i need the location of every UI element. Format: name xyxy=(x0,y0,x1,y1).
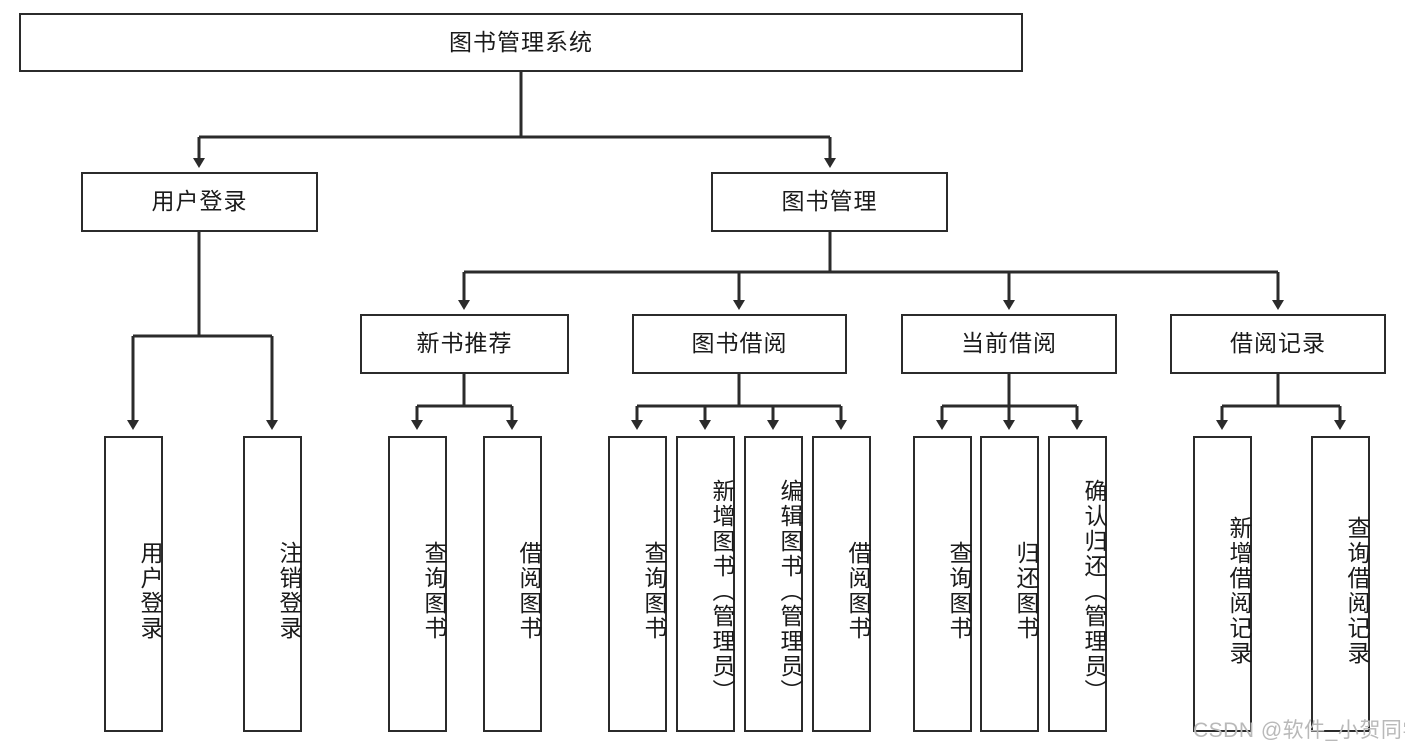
leaf-book-borrow-query[interactable]: 查询图书 xyxy=(608,436,667,732)
leaf-user-login-logout[interactable]: 注销登录 xyxy=(243,436,302,732)
node-label: 编辑图书（管理员） xyxy=(777,478,803,704)
node-label: 新增图书（管理员） xyxy=(709,478,735,704)
leaf-current-borrow-query[interactable]: 查询图书 xyxy=(913,436,972,732)
node-book-management[interactable]: 图书管理 xyxy=(711,172,948,232)
node-label: 借阅图书 xyxy=(845,541,871,641)
node-current-borrow[interactable]: 当前借阅 xyxy=(901,314,1117,374)
node-label: 图书管理系统 xyxy=(449,28,593,55)
leaf-new-book-borrow[interactable]: 借阅图书 xyxy=(483,436,542,732)
node-label: 新书推荐 xyxy=(416,330,513,357)
leaf-borrow-record-query[interactable]: 查询借阅记录 xyxy=(1311,436,1370,732)
node-root-system[interactable]: 图书管理系统 xyxy=(19,13,1023,72)
node-label: 新增借阅记录 xyxy=(1226,516,1252,666)
node-new-book-recommend[interactable]: 新书推荐 xyxy=(360,314,569,374)
node-user-login[interactable]: 用户登录 xyxy=(81,172,318,232)
node-label: 查询图书 xyxy=(641,541,667,641)
leaf-current-borrow-return[interactable]: 归还图书 xyxy=(980,436,1039,732)
node-label: 图书借阅 xyxy=(691,330,788,357)
watermark-text: CSDN @软件_小贺同学 xyxy=(1193,719,1405,742)
node-label: 用户登录 xyxy=(151,188,248,215)
node-book-borrow[interactable]: 图书借阅 xyxy=(632,314,847,374)
leaf-current-borrow-confirm-return[interactable]: 确认归还（管理员） xyxy=(1048,436,1107,732)
node-label: 查询图书 xyxy=(946,541,972,641)
node-borrow-records[interactable]: 借阅记录 xyxy=(1170,314,1386,374)
node-label: 用户登录 xyxy=(137,541,163,641)
node-label: 当前借阅 xyxy=(961,330,1057,357)
node-label: 查询借阅记录 xyxy=(1344,516,1370,666)
node-label: 查询图书 xyxy=(421,541,447,641)
leaf-book-borrow-borrow[interactable]: 借阅图书 xyxy=(812,436,871,732)
node-label: 确认归还（管理员） xyxy=(1081,478,1107,704)
leaf-new-book-query[interactable]: 查询图书 xyxy=(388,436,447,732)
node-label: 借阅图书 xyxy=(516,541,542,641)
node-label: 归还图书 xyxy=(1013,541,1039,641)
leaf-user-login-login[interactable]: 用户登录 xyxy=(104,436,163,732)
leaf-book-borrow-add[interactable]: 新增图书（管理员） xyxy=(676,436,735,732)
node-label: 借阅记录 xyxy=(1230,330,1326,357)
leaf-book-borrow-edit[interactable]: 编辑图书（管理员） xyxy=(744,436,803,732)
node-label: 图书管理 xyxy=(781,188,878,215)
leaf-borrow-record-add[interactable]: 新增借阅记录 xyxy=(1193,436,1252,732)
node-label: 注销登录 xyxy=(276,541,302,641)
